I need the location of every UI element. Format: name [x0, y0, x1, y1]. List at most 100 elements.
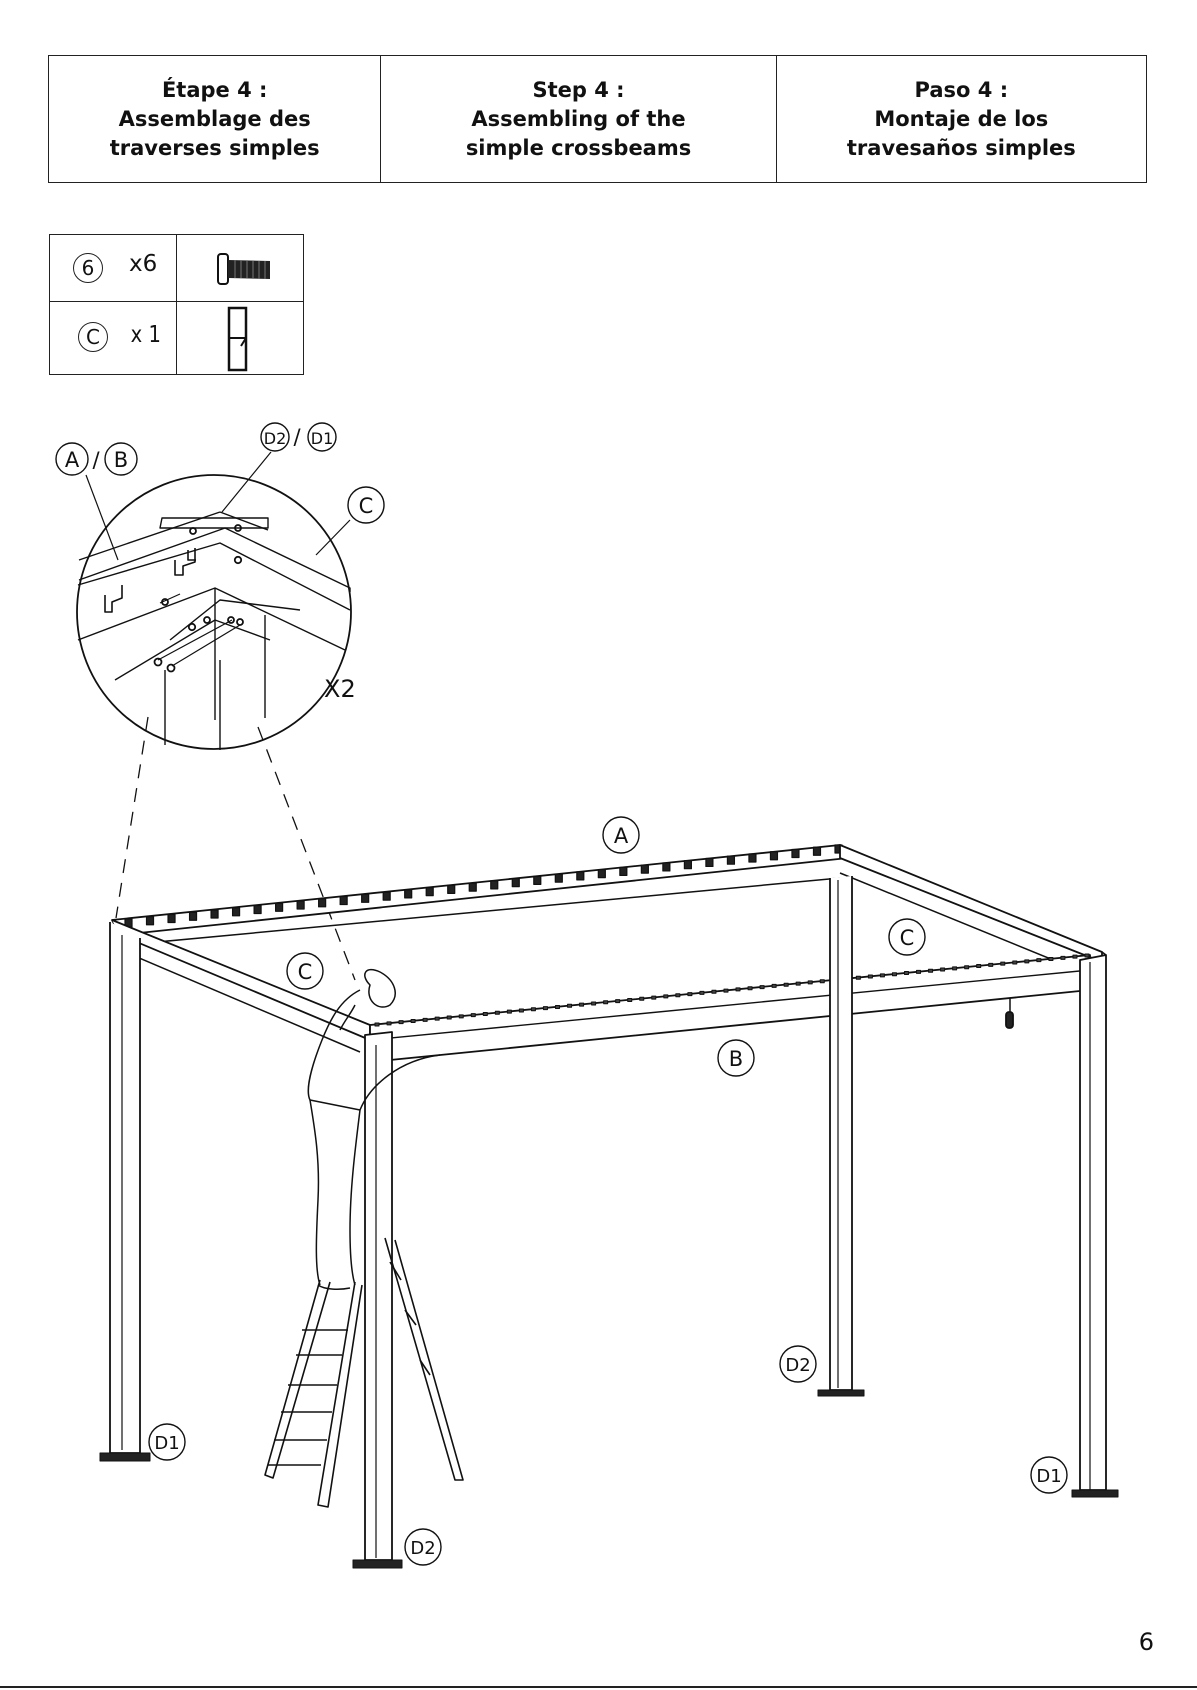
beam-b-slot	[880, 974, 884, 977]
beam-b-slot	[977, 965, 981, 968]
callout-c-right: C	[900, 926, 915, 950]
beam-a-slot	[319, 899, 326, 907]
beam-a-slot	[641, 865, 648, 873]
beam-a-slot	[792, 849, 799, 857]
page-number: 6	[1139, 1628, 1154, 1656]
callout-d1-right: D1	[1036, 1466, 1061, 1487]
callout-d2-back: D2	[785, 1355, 810, 1376]
beam-a-slot	[297, 901, 304, 909]
beam-a-slot	[749, 854, 756, 862]
beam-a-slot	[211, 910, 218, 918]
beam-a-slot	[534, 876, 541, 884]
detail-label-d1: D1	[311, 429, 334, 448]
beam-a-slot	[147, 917, 154, 925]
beam-a-slot	[469, 883, 476, 891]
beam-b-slot	[375, 1023, 379, 1026]
beam-b-slot	[652, 996, 656, 999]
label-separator: /	[92, 448, 100, 472]
beam-a-slot	[555, 874, 562, 882]
beam-b-slot	[556, 1005, 560, 1008]
beam-a-slot	[405, 890, 412, 898]
beam-b-slot	[640, 997, 644, 1000]
beam-b-slot	[628, 998, 632, 1001]
beam-b-slot	[688, 993, 692, 996]
beam-b-slot	[616, 1000, 620, 1003]
beam-b-slot	[1061, 956, 1065, 959]
beam-b-slot	[700, 991, 704, 994]
beam-b-slot	[435, 1017, 439, 1020]
detail-view	[77, 475, 351, 750]
beam-b-slot	[604, 1001, 608, 1004]
detail-multiplier: X2	[324, 675, 356, 703]
beam-b-slot	[965, 966, 969, 969]
beam-b-slot	[399, 1021, 403, 1024]
beam-b-slot	[676, 994, 680, 997]
beam-b-slot	[543, 1007, 547, 1010]
beam-b-slot	[387, 1022, 391, 1025]
callout-d1-left: D1	[154, 1433, 179, 1454]
ladder	[265, 1238, 463, 1507]
beam-b-slot	[1001, 962, 1005, 965]
beam-b-slot	[1037, 959, 1041, 962]
beam-b-slot	[411, 1019, 415, 1022]
beam-b-slot	[592, 1002, 596, 1005]
beam-b-slot	[808, 981, 812, 984]
beam-a-slot	[233, 908, 240, 916]
beam-b-slot	[423, 1018, 427, 1021]
beam-b-slot	[941, 968, 945, 971]
beam-b-slot	[856, 976, 860, 979]
beam-a-slot	[706, 858, 713, 866]
beam-b-slot	[820, 980, 824, 983]
beam-a-slot	[426, 888, 433, 896]
beam-b-slot	[772, 984, 776, 987]
beam-b-slot	[471, 1014, 475, 1017]
beam-b-slot	[507, 1010, 511, 1013]
beam-a-slot	[340, 897, 347, 905]
beam-b-slot	[917, 970, 921, 973]
beam-b-slot	[1049, 958, 1053, 961]
beam-a-slot	[276, 903, 283, 911]
beam-b-slot	[1073, 955, 1077, 958]
beam-b-slot	[736, 988, 740, 991]
beam-b-slot	[784, 983, 788, 986]
beam-b-slot	[712, 990, 716, 993]
beam-a-slot	[448, 885, 455, 893]
beam-a-slot	[663, 863, 670, 871]
beam-a-slot	[598, 870, 605, 878]
beam-a-slot	[168, 915, 175, 923]
beam-b-slot	[904, 972, 908, 975]
beam-b-slot	[953, 967, 957, 970]
detail-label-b: B	[114, 448, 128, 472]
beam-b-slot	[892, 973, 896, 976]
beam-a-slot	[620, 867, 627, 875]
callout-d2-front: D2	[410, 1538, 435, 1559]
beam-b-slot	[1025, 960, 1029, 963]
callout-a: A	[614, 824, 629, 848]
detail-label-a: A	[65, 448, 80, 472]
beam-b-slot	[459, 1015, 463, 1018]
beam-b-slot	[1085, 954, 1089, 957]
beam-a-slot	[813, 847, 820, 855]
beam-a-slot	[491, 881, 498, 889]
beam-a-slot	[577, 872, 584, 880]
beam-a-slot	[727, 856, 734, 864]
beam-a-slot	[770, 852, 777, 860]
beam-b-slot	[519, 1009, 523, 1012]
beam-b-slot	[1013, 961, 1017, 964]
beam-b-slot	[989, 963, 993, 966]
beam-b-slot	[760, 986, 764, 989]
beam-a-slot	[512, 879, 519, 887]
beam-b-slot	[868, 975, 872, 978]
beam-b-slot	[483, 1012, 487, 1015]
beam-a-slot	[254, 906, 261, 914]
beam-a-slot	[684, 861, 691, 869]
beam-b-slot	[580, 1003, 584, 1006]
label-separator: /	[293, 425, 301, 449]
beam-a-slot	[383, 892, 390, 900]
beam-b-slot	[568, 1004, 572, 1007]
beam-b-slot	[495, 1011, 499, 1014]
callout-c-left: C	[298, 960, 313, 984]
beam-b-slot	[664, 995, 668, 998]
callout-b: B	[729, 1047, 743, 1071]
